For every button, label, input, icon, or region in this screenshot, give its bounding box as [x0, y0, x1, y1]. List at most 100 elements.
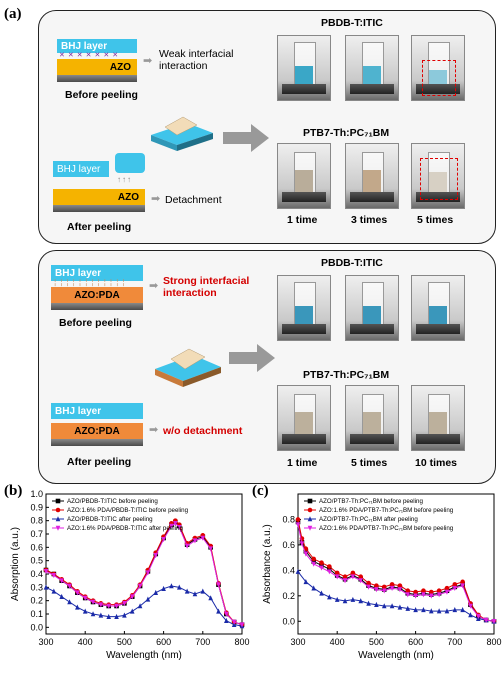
data-point: [421, 588, 426, 594]
data-point: [342, 578, 348, 584]
legend-label: AZO/PTB7-Th:PC₇₁BM before peeling: [319, 498, 424, 505]
material-title-1: PBDB-T:ITIC: [321, 257, 383, 269]
legend-marker: [307, 498, 313, 504]
data-point: [381, 584, 387, 590]
y-tick-label: 0.1: [30, 609, 43, 619]
data-point: [145, 596, 151, 602]
data-point: [436, 588, 442, 594]
data-point: [421, 607, 426, 613]
data-point: [295, 522, 301, 528]
data-point: [169, 583, 174, 589]
data-point: [311, 561, 316, 567]
data-point: [75, 604, 80, 610]
data-point: [43, 569, 49, 575]
photo-ptb7-10: [411, 385, 465, 451]
before-peeling-label: Before peeling: [65, 89, 138, 101]
data-point: [51, 573, 57, 579]
weak-text-line1: Weak interfacial: [159, 48, 234, 60]
after-peeling-label: After peeling: [67, 456, 132, 468]
plot-frame: [45, 493, 243, 635]
data-point: [483, 617, 489, 623]
data-point: [161, 585, 166, 591]
legend-marker: [55, 516, 61, 522]
peeling-schematic: [151, 116, 213, 151]
count-label-3: 10 times: [415, 457, 458, 469]
data-point: [224, 617, 229, 623]
photo-pbdbt-1: [277, 275, 331, 341]
y-tick-label: 0.2: [282, 591, 295, 601]
data-point: [216, 608, 221, 614]
legend-label: AZO/PBDB-T:ITIC after peeling: [67, 516, 153, 523]
data-point: [208, 546, 213, 552]
data-point: [122, 612, 127, 618]
data-point: [444, 585, 450, 591]
bhj-layer: BHJ layer: [51, 265, 143, 281]
data-point: [405, 605, 411, 611]
data-point: [311, 556, 316, 562]
no-detachment-text: w/o detachment: [163, 425, 243, 437]
material-title-1: PBDB-T:ITIC: [321, 17, 383, 29]
photo-pbdbt-3: [345, 35, 399, 101]
data-point: [397, 604, 403, 610]
after-azo-pda-layer: AZO:PDA: [51, 423, 143, 439]
photo-ptb7-1: [277, 385, 331, 451]
x-tick-label: 600: [156, 637, 171, 647]
count-label-3: 5 times: [417, 214, 454, 226]
data-point: [176, 525, 182, 531]
x-tick-label: 700: [195, 637, 210, 647]
bottom-panel: BHJ layer ╎╎╎╎╎╎╎╎╎╎╎╎ AZO:PDA Before pe…: [38, 250, 496, 484]
data-point: [381, 588, 387, 594]
y-axis-label: Absorption (a.u.): [10, 527, 21, 601]
legend-label: AZO:1.6% PDA/PBDB-T:ITIC after peeling: [67, 525, 183, 532]
data-point: [192, 591, 198, 597]
weak-text-line2: interaction: [159, 60, 208, 72]
data-point: [90, 611, 96, 617]
data-point: [303, 579, 309, 585]
after-bhj-layer: BHJ layer: [53, 161, 109, 177]
data-point: [169, 523, 174, 529]
data-point: [468, 603, 473, 609]
data-point: [303, 548, 309, 554]
strong-text-line2: interaction: [163, 287, 217, 299]
photo-ptb7-1: [277, 143, 331, 209]
data-point: [374, 587, 379, 593]
after-bhj-layer: BHJ layer: [51, 403, 143, 419]
data-point: [129, 608, 135, 614]
weak-interface-markers: ✕✕✕✕✕✕✕: [59, 52, 122, 59]
data-point: [311, 585, 316, 591]
panel-label-b: (b): [4, 483, 23, 499]
data-point: [460, 579, 465, 585]
count-label-1: 1 time: [287, 214, 318, 226]
x-tick-label: 300: [290, 637, 305, 647]
strong-interface-links: ╎╎╎╎╎╎╎╎╎╎╎╎: [53, 280, 128, 287]
data-point: [374, 601, 379, 608]
strong-interaction-text: Strong interfacial interaction: [163, 275, 249, 299]
x-axis-label: Wavelength (nm): [358, 650, 434, 661]
data-point: [444, 608, 450, 614]
data-point: [98, 602, 104, 608]
data-point: [153, 553, 159, 559]
arrow-icon: ➡: [143, 55, 153, 67]
x-axis-label: Wavelength (nm): [106, 650, 182, 661]
big-arrow-icon: [223, 124, 269, 152]
data-point: [145, 570, 151, 576]
data-point: [350, 574, 356, 580]
data-point: [106, 613, 112, 619]
data-point: [350, 570, 356, 576]
legend-marker: [55, 507, 61, 513]
data-point: [389, 582, 395, 587]
data-point: [319, 565, 324, 571]
legend-marker: [307, 516, 313, 522]
data-point: [421, 592, 426, 598]
azo-layer: AZO: [57, 59, 137, 75]
data-point: [319, 590, 324, 596]
y-tick-label: 0.2: [30, 596, 43, 606]
y-tick-label: 0.7: [30, 529, 43, 539]
data-point: [452, 585, 458, 591]
x-tick-label: 500: [117, 637, 132, 647]
data-point: [67, 599, 72, 605]
data-point: [358, 578, 364, 584]
data-point: [295, 519, 301, 525]
